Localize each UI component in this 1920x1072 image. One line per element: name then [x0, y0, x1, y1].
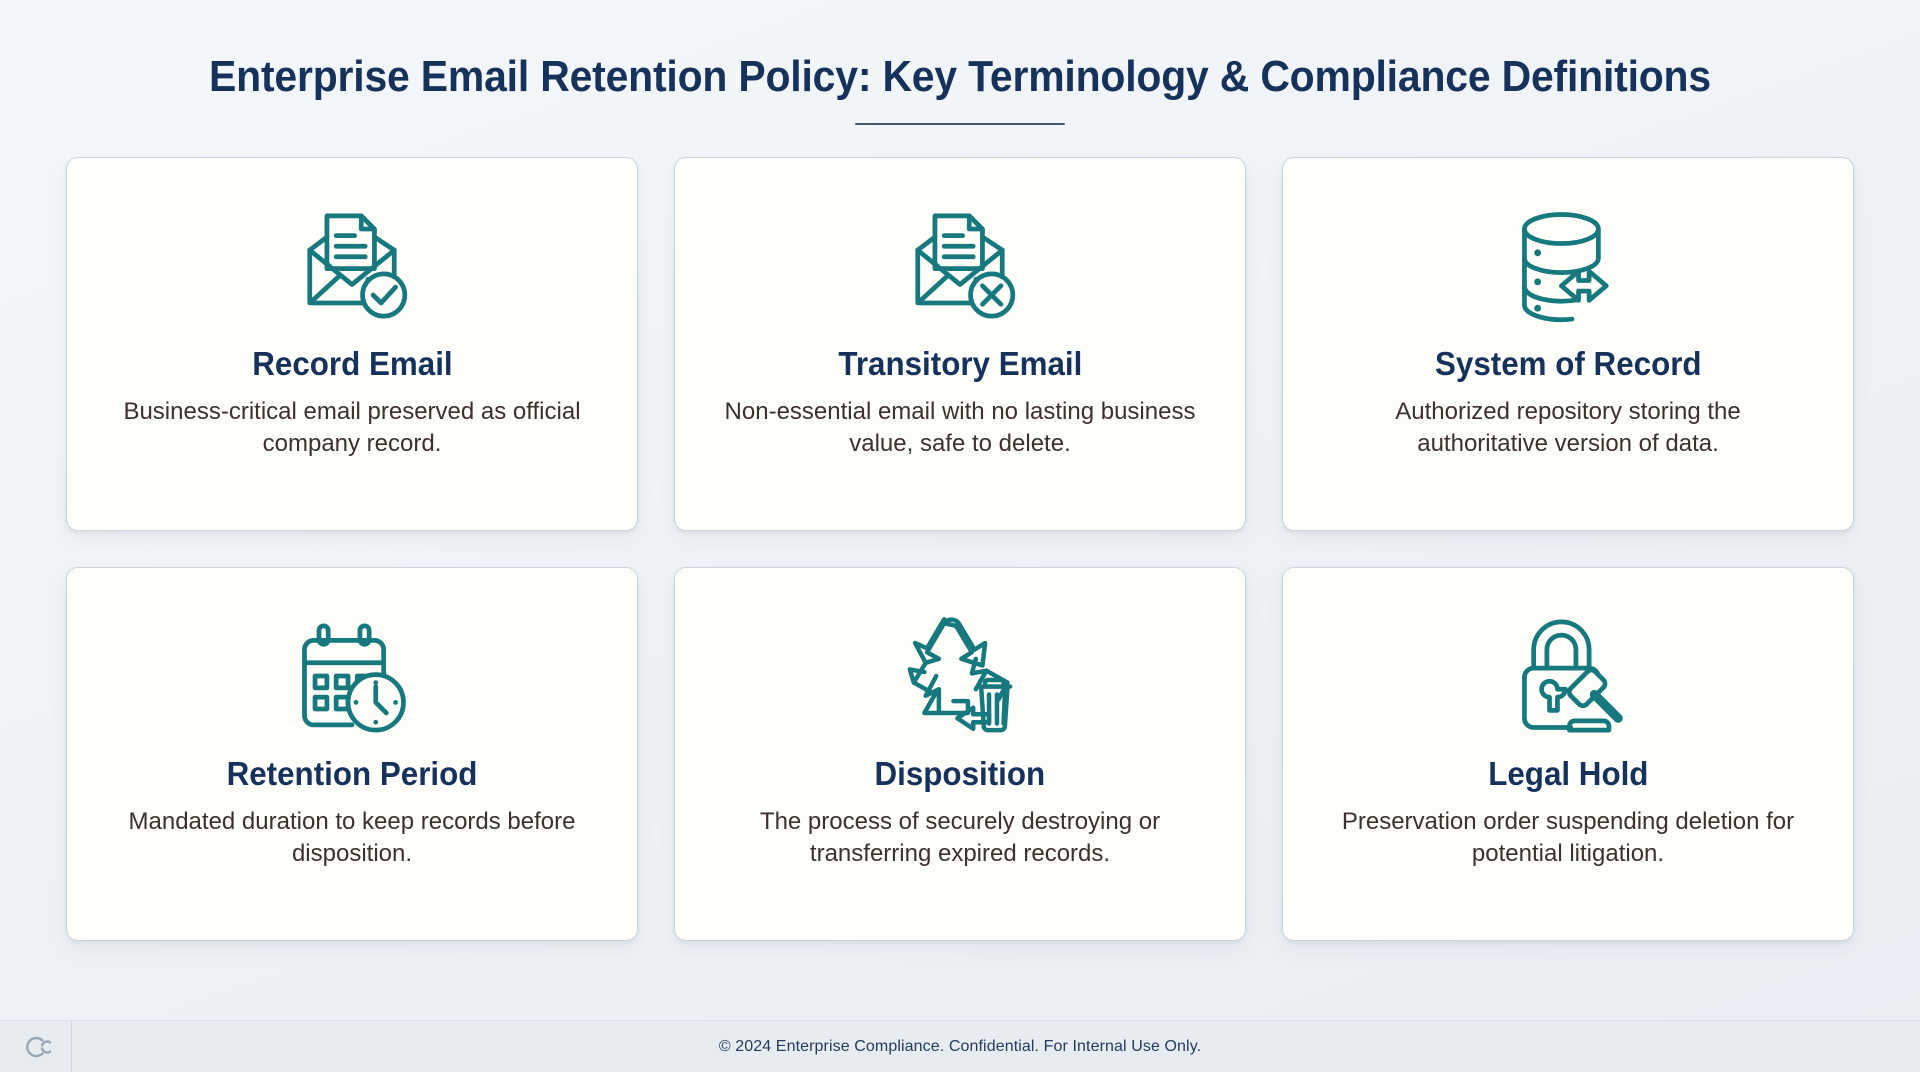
card-description: Authorized repository storing the author…: [1395, 397, 1741, 457]
calendar-clock-icon: [286, 602, 418, 750]
card-description: Preservation order suspending deletion f…: [1341, 807, 1795, 867]
envelope-document-x-icon: [894, 192, 1026, 340]
recycle-trash-icon: [894, 602, 1026, 750]
card-title: Disposition: [874, 754, 1046, 792]
footer-copyright-text: © 2024 Enterprise Compliance. Confidenti…: [718, 1037, 1202, 1055]
card-title: System of Record: [1434, 344, 1702, 382]
card-record-email[interactable]: Record Email Business-critical email pre…: [66, 156, 638, 531]
card-title: Transitory Email: [838, 344, 1082, 382]
card-transitory-email[interactable]: Transitory Email Non-essential email wit…: [674, 156, 1246, 531]
card-description: The process of securely destroying or tr…: [759, 807, 1161, 867]
card-description: Mandated duration to keep records before…: [128, 807, 576, 867]
card-description: Non-essential email with no lasting busi…: [724, 397, 1196, 457]
slide-header: Enterprise Email Retention Policy: Key T…: [0, 0, 1920, 125]
card-disposition[interactable]: Disposition The process of securely dest…: [674, 566, 1246, 941]
title-underline-accent: [855, 122, 1065, 125]
terminology-card-grid: Record Email Business-critical email pre…: [0, 125, 1920, 1020]
card-retention-period[interactable]: Retention Period Mandated duration to ke…: [66, 566, 638, 941]
envelope-document-check-icon: [286, 192, 418, 340]
database-exchange-icon: [1502, 192, 1634, 340]
page-title: Enterprise Email Retention Policy: Key T…: [209, 52, 1711, 101]
slide-footer: © 2024 Enterprise Compliance. Confidenti…: [0, 1020, 1920, 1072]
card-legal-hold[interactable]: Legal Hold Preservation order suspending…: [1282, 566, 1854, 941]
card-description: Business-critical email preserved as off…: [123, 397, 581, 457]
c-monogram-icon: [0, 1021, 72, 1072]
card-title: Legal Hold: [1487, 754, 1649, 792]
card-title: Record Email: [251, 344, 453, 382]
card-system-of-record[interactable]: System of Record Authorized repository s…: [1282, 156, 1854, 531]
card-title: Retention Period: [226, 754, 478, 792]
padlock-gavel-icon: [1502, 602, 1634, 750]
